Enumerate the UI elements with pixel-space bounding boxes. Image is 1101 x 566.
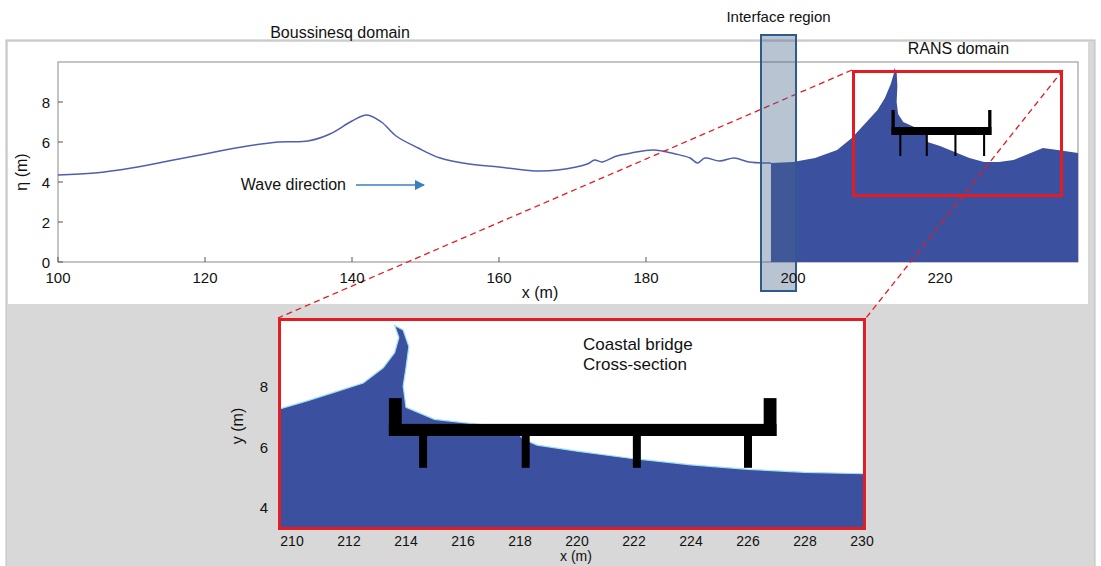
tick-label: 120 (192, 270, 217, 285)
x-tick (352, 257, 353, 262)
tick-label: 200 (780, 270, 805, 285)
y-tick (58, 102, 63, 103)
axes-frame (58, 62, 1078, 262)
tick-label: 214 (394, 534, 417, 548)
zoom-leader (866, 70, 1063, 318)
axis-title: x (m) (522, 285, 558, 301)
tick-label: 8 (42, 95, 50, 110)
bridge-girder (522, 436, 530, 468)
direction-arrow (356, 184, 424, 186)
tick-label: 180 (633, 270, 658, 285)
bridge-deck (389, 424, 777, 436)
tick-label: 100 (45, 270, 70, 285)
x-tick (499, 257, 500, 262)
free-surface-line (58, 115, 771, 175)
axis-title: x (m) (560, 549, 592, 563)
node-label: Coastal bridge Cross-section (583, 335, 715, 374)
bridge-parapet (389, 398, 402, 436)
tick-label: 8 (260, 379, 268, 394)
bridge-parapet (764, 398, 777, 436)
axis-title: η (m) (14, 153, 30, 190)
domain-box: RANS domain (852, 70, 1063, 197)
tick-label: 6 (260, 440, 268, 455)
x-tick (58, 257, 59, 262)
tick-label: 2 (42, 215, 50, 230)
tick-label: 216 (451, 534, 474, 548)
tick-label: 212 (337, 534, 360, 548)
tick-label: 0 (42, 255, 50, 270)
bridge-girder (954, 135, 956, 156)
bridge-small (891, 110, 991, 156)
node-heading: RANS domain (908, 40, 1009, 58)
water-fill-inset (279, 325, 865, 529)
bridge-deck (891, 127, 991, 135)
tick-label: 210 (280, 534, 303, 548)
y-tick (58, 222, 63, 223)
bridge-cross-section (389, 398, 777, 468)
tick-label: 220 (565, 534, 588, 548)
tick-label: 220 (927, 270, 952, 285)
axis-title: y (m) (230, 408, 246, 444)
bridge-girder (983, 135, 985, 156)
interface-band: Interface region (760, 34, 797, 292)
domain-title: Boussinesq domain (270, 25, 410, 41)
y-tick (58, 262, 63, 263)
tick-label: 160 (486, 270, 511, 285)
bridge-parapet (988, 110, 991, 135)
bridge-girder (899, 135, 901, 156)
figure-ground (6, 40, 1095, 566)
bridge-parapet (891, 110, 894, 135)
tick-label: 218 (508, 534, 531, 548)
x-tick (205, 257, 206, 262)
tick-label: 4 (260, 500, 268, 515)
tick-label: 224 (679, 534, 702, 548)
tick-label: 140 (339, 270, 364, 285)
tick-label: 222 (622, 534, 645, 548)
bridge-girder (926, 135, 928, 156)
arrow-label: Wave direction (241, 177, 346, 193)
y-tick (58, 182, 63, 183)
tick-label: 6 (42, 135, 50, 150)
node-heading: Interface region (726, 8, 830, 25)
y-tick (58, 142, 63, 143)
water-fill (771, 68, 1078, 262)
inset-box: Coastal bridge Cross-section (278, 318, 866, 530)
tick-label: 226 (736, 534, 759, 548)
bridge-girder (633, 436, 641, 468)
tick-label: 228 (793, 534, 816, 548)
tick-label: 4 (42, 175, 50, 190)
bridge-girder (744, 436, 752, 468)
plot-ground (8, 42, 1088, 304)
bridge-girder (419, 436, 427, 468)
tick-label: 230 (850, 534, 873, 548)
x-tick (646, 257, 647, 262)
